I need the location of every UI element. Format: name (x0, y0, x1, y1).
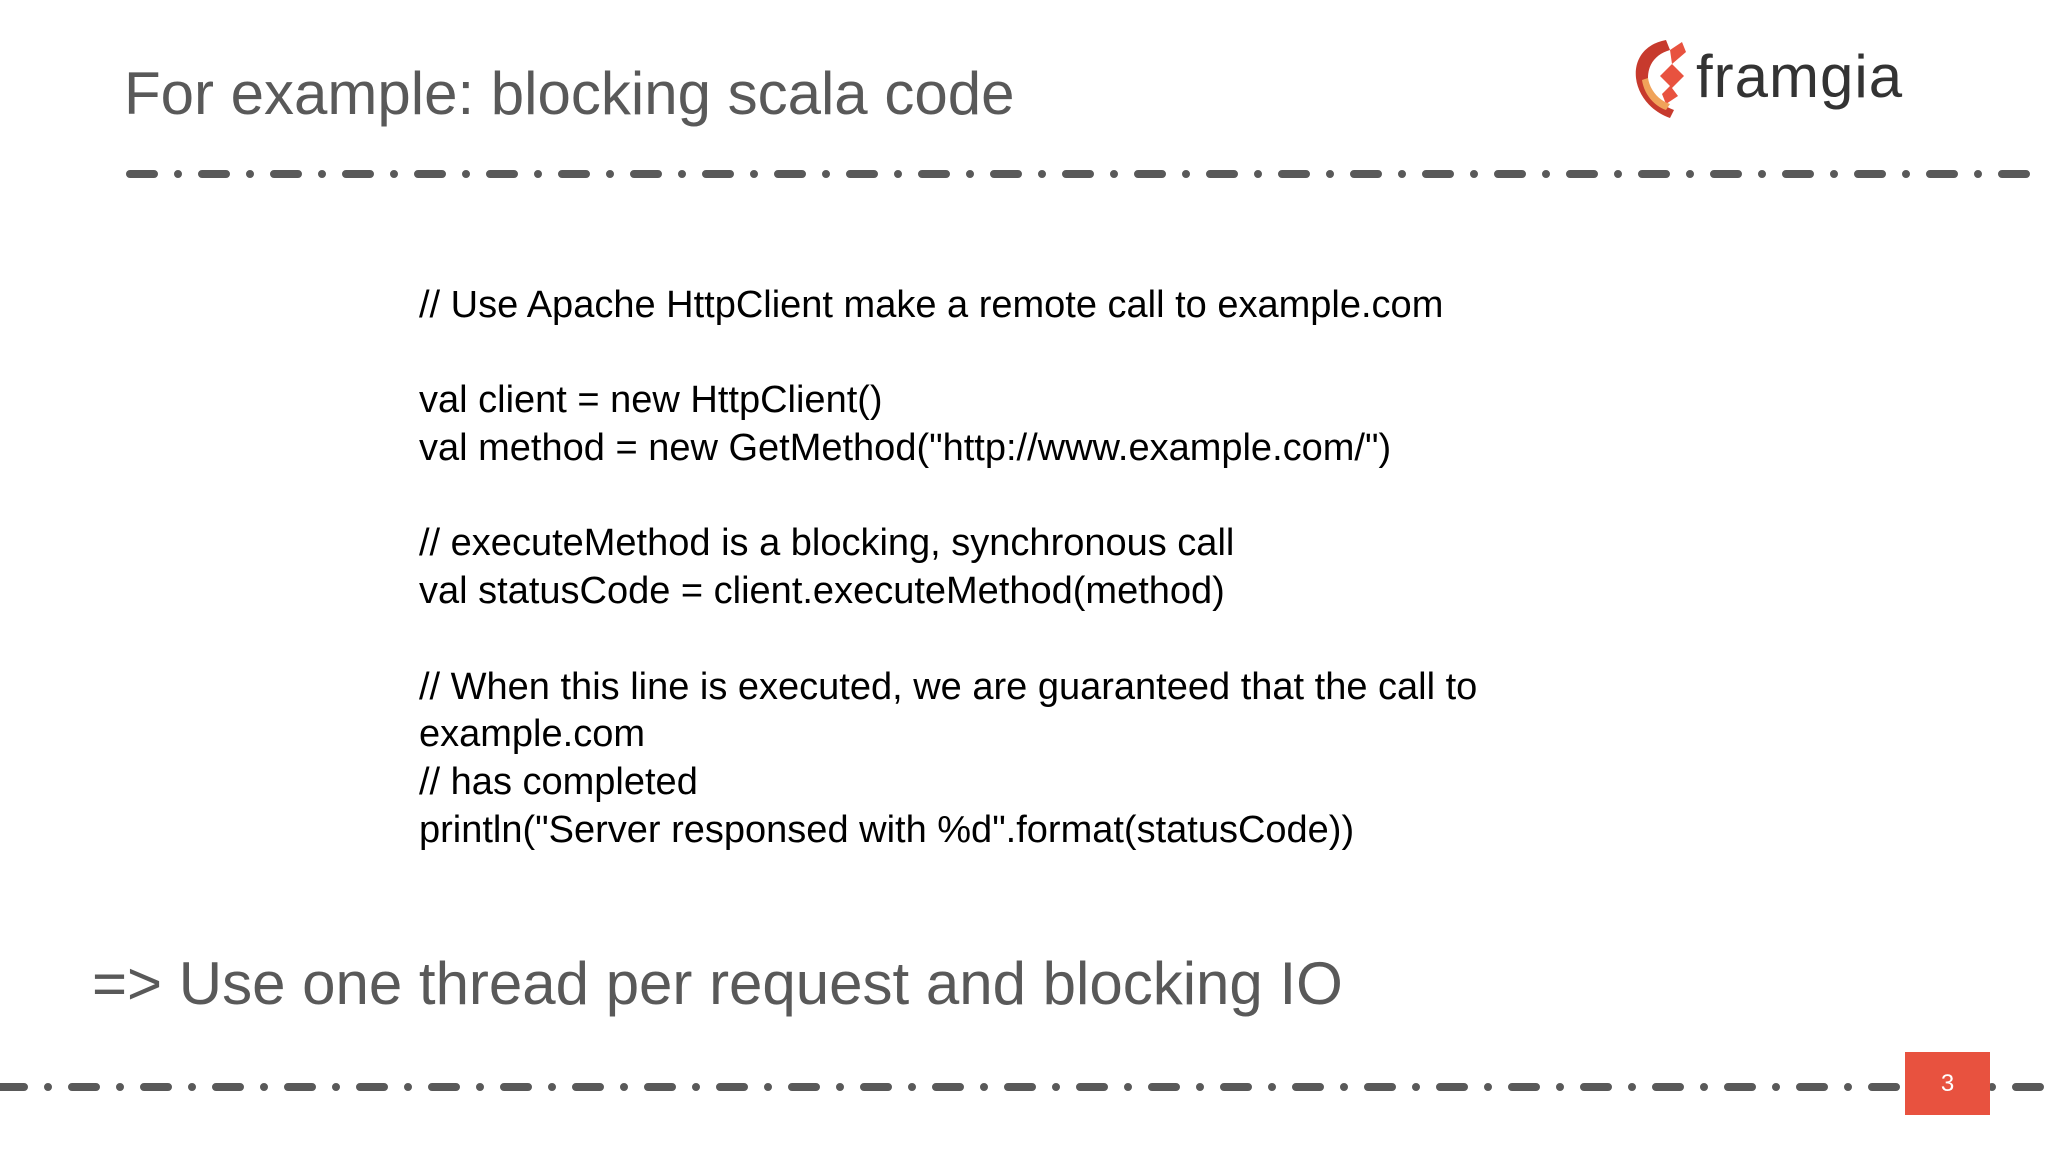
code-comment-line: // has completed (419, 760, 698, 803)
top-divider (126, 170, 2048, 178)
code-line: val statusCode = client.executeMethod(me… (419, 570, 1225, 613)
bottom-divider (0, 1083, 2048, 1091)
framgia-logo: framgia (1626, 34, 1902, 126)
code-line: val method = new GetMethod("http://www.e… (419, 427, 1392, 470)
logo-text: framgia (1696, 43, 1904, 110)
page-number-badge: 3 (1905, 1052, 1990, 1115)
code-comment-line: // Use Apache HttpClient make a remote c… (419, 284, 1444, 326)
framgia-logo-icon (1635, 40, 1686, 118)
slide-title: For example: blocking scala code (124, 60, 1015, 127)
conclusion-text: => Use one thread per request and blocki… (92, 950, 1343, 1017)
code-blank-line (419, 330, 1559, 378)
code-comment-line: // executeMethod is a blocking, synchron… (419, 522, 1235, 565)
code-blank-line (419, 616, 1559, 664)
code-line: println("Server responsed with %d".forma… (419, 808, 1355, 851)
code-comment-line: // When this line is executed, we are gu… (419, 665, 1478, 708)
code-block: // Use Apache HttpClient make a remote c… (419, 282, 1559, 854)
code-line: val client = new HttpClient() (419, 379, 883, 422)
code-comment-line: example.com (419, 713, 645, 756)
code-blank-line (419, 473, 1559, 521)
